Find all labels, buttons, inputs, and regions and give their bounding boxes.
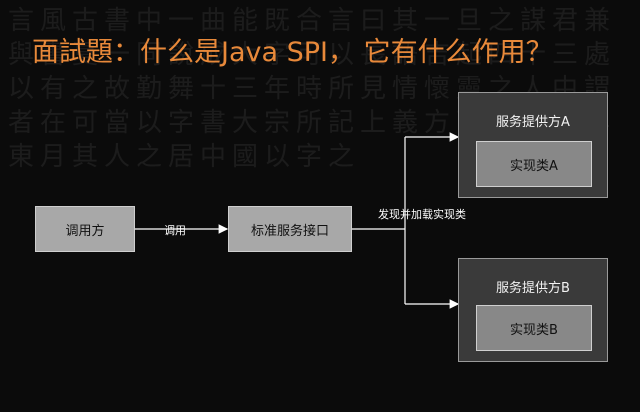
impl-a-box: 实现类A <box>476 141 592 187</box>
discover-edge-label: 发现并加载实现类 <box>378 208 466 221</box>
call-edge-label: 调用 <box>164 224 186 237</box>
impl-b-label: 实现类B <box>510 322 558 338</box>
provider-b-box: 服务提供方B 实现类B <box>458 258 608 362</box>
provider-a-label: 服务提供方A <box>496 115 570 130</box>
interface-box: 标准服务接口 <box>228 206 352 252</box>
page-title: 面試題：什么是Java SPI， 它有什么作用？ <box>32 37 553 68</box>
provider-b-label: 服务提供方B <box>496 281 570 296</box>
caller-box: 调用方 <box>35 206 135 252</box>
interface-label: 标准服务接口 <box>250 223 329 239</box>
impl-b-box: 实现类B <box>476 305 592 351</box>
impl-a-label: 实现类A <box>510 158 558 174</box>
provider-a-box: 服务提供方A 实现类A <box>458 92 608 198</box>
caller-label: 调用方 <box>65 223 105 239</box>
